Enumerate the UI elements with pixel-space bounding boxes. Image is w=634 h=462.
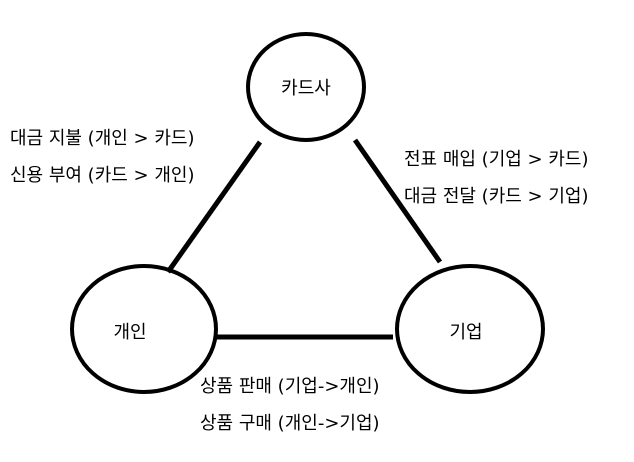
node-person: 개인 [70,264,218,394]
edge-label-company-card-1: 전표 매입 (기업 > 카드) [404,149,589,170]
node-person-circle [70,264,218,394]
node-card: 카드사 [246,32,366,142]
edge-person-card [165,140,263,274]
node-card-circle [246,32,366,142]
edge-label-person-company-1: 상품 판매 (기업->개인) [200,376,380,397]
node-company-circle [395,264,545,394]
edge-label-person-card-1: 대금 지불 (개인 > 카드) [10,128,195,149]
node-card-label: 카드사 [281,78,331,99]
edge-label-person-company-2: 상품 구매 (개인->기업) [200,413,380,434]
node-company: 기업 [395,264,545,394]
edge-company-card [352,138,443,264]
edge-label-company-card-2: 대금 전달 (카드 > 기업) [404,186,589,207]
node-company-label: 기업 [449,322,482,343]
edge-label-person-card-2: 신용 부여 (카드 > 개인) [10,165,195,186]
node-person-label: 개인 [113,322,146,343]
